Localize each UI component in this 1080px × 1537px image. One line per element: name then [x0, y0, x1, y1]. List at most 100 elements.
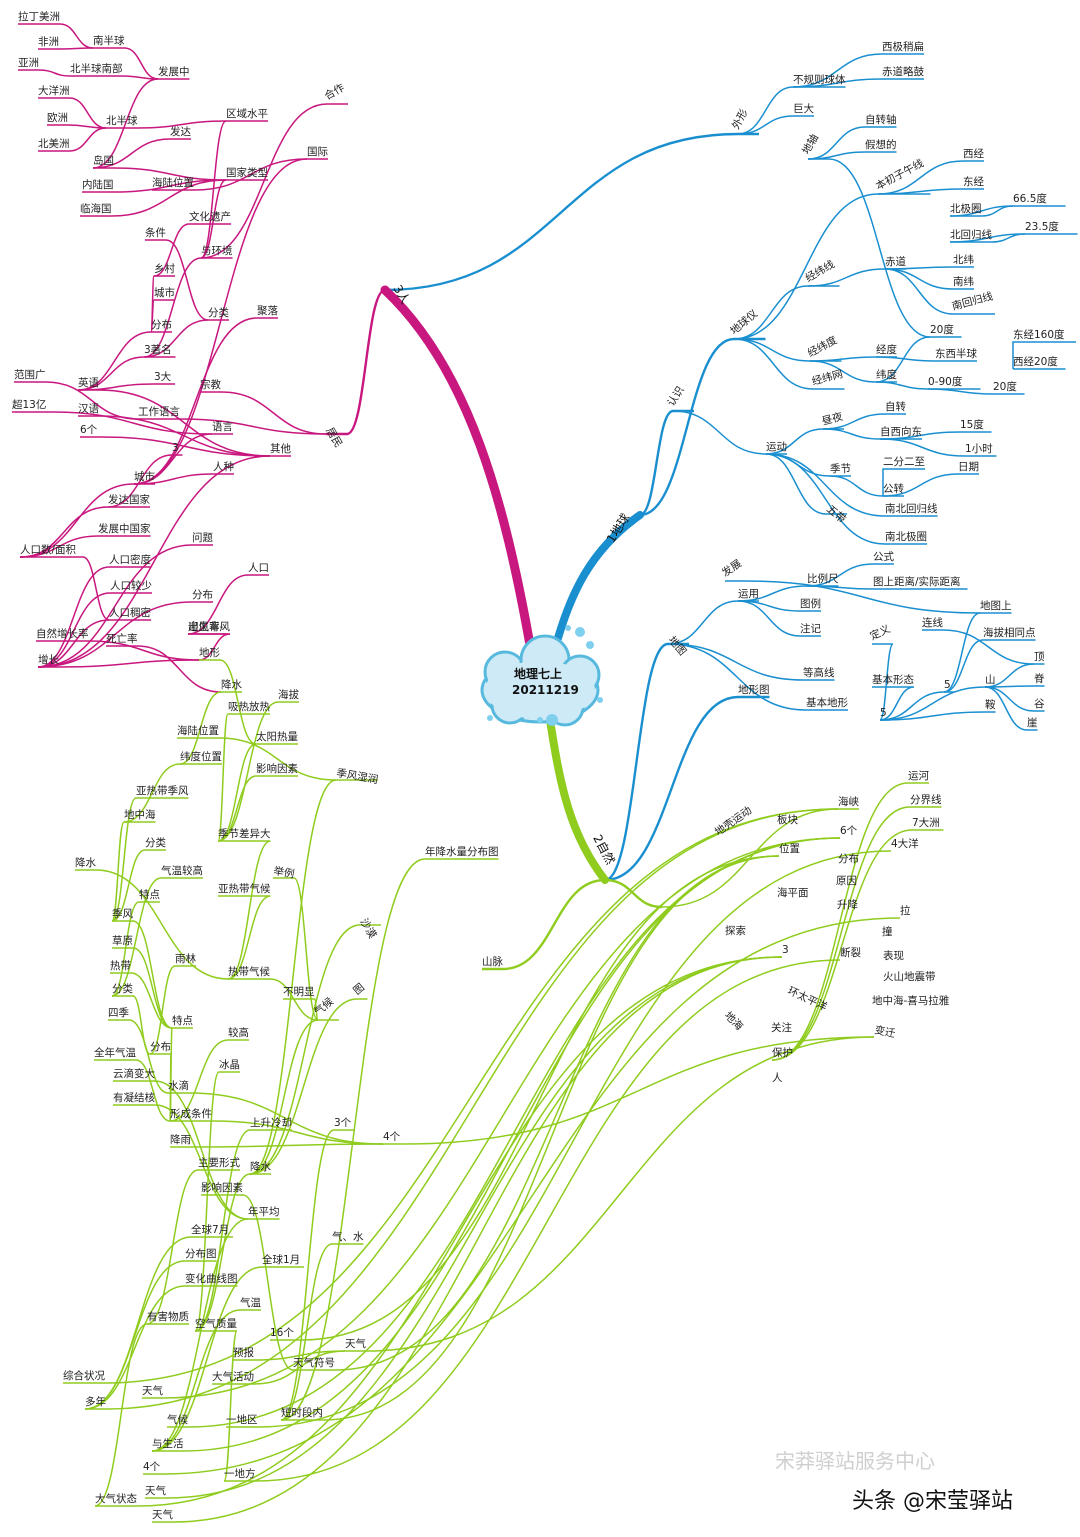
node-label: 比例尺 [807, 572, 839, 585]
connector [179, 691, 242, 765]
connector [36, 640, 200, 661]
node-label: 雨林 [175, 952, 196, 965]
node-label: 分布 [192, 589, 213, 601]
connector [807, 126, 897, 160]
connector [20, 556, 110, 621]
node-label: 年降水量分布图 [425, 845, 499, 858]
node-label: 海陆位置 [152, 176, 194, 189]
connector [106, 645, 222, 693]
connector [19, 506, 150, 558]
node-label: 谷 [1034, 698, 1045, 710]
node-label: 沙漠 [357, 917, 378, 942]
connector [384, 132, 759, 292]
node-label: 地中海 [124, 808, 156, 821]
watermark-overlay: 头条 @宋莹驿站 [852, 1489, 1013, 1514]
connector [111, 877, 203, 997]
connector [106, 120, 227, 129]
connector [18, 23, 94, 49]
connector [765, 453, 927, 545]
connector [875, 336, 962, 383]
node-label: 特点 [139, 889, 160, 901]
node-label: 5 [944, 679, 951, 691]
node-label: 降水 [221, 678, 242, 691]
node-label: 日期 [958, 461, 979, 473]
node-label: 人口稠密 [109, 606, 151, 619]
node-label: 人 [772, 1072, 783, 1084]
node-label: 分类 [208, 306, 229, 319]
connector [737, 600, 821, 637]
node-label: 运动 [766, 441, 787, 453]
node-label: 表现 [883, 949, 904, 962]
connector [771, 782, 929, 1061]
connector [168, 1092, 384, 1145]
node-label: 海拔相同点 [983, 626, 1036, 639]
node-label: 0-90度 [928, 375, 963, 388]
connector [200, 120, 268, 259]
connector [200, 179, 268, 259]
connector [93, 167, 227, 181]
connector [218, 840, 271, 980]
connector [884, 268, 995, 315]
root-node[interactable]: 地理七上 20211219 [480, 625, 603, 727]
node-label: 发展中国家 [98, 522, 151, 535]
node-label: 影响因素 [256, 762, 298, 775]
connector [151, 1309, 261, 1452]
node-label: 不规则球体 [793, 73, 846, 86]
connector [280, 1129, 355, 1421]
connector [667, 600, 759, 645]
connector [949, 233, 1078, 243]
node-label: 断裂 [840, 946, 861, 959]
connector [383, 1036, 875, 1145]
node-label: 文化遗产 [189, 210, 231, 223]
node-label: 原因 [836, 875, 857, 887]
connector [123, 763, 222, 823]
node-label: 图上距离/实际距离 [873, 575, 961, 588]
connector [70, 75, 159, 80]
node-label: 南纬 [953, 275, 974, 288]
node-label: 天气 [345, 1337, 366, 1350]
node-label: 经纬度 [805, 333, 839, 360]
node-label: 降雨 [170, 1133, 191, 1146]
node-label: 其他 [270, 442, 291, 455]
connector [280, 1243, 364, 1421]
connector [984, 686, 1038, 731]
node-label: 认识 [665, 384, 687, 409]
node-label: 运河 [908, 770, 929, 782]
node-label: 预报 [233, 1346, 254, 1359]
node-label: 海陆位置 [177, 724, 219, 737]
node-label: 66.5度 [1013, 192, 1047, 205]
connector [143, 257, 233, 358]
node-label: 南北回归线 [885, 502, 938, 515]
connector [150, 1053, 172, 1122]
node-label: 有凝结核 [113, 1091, 155, 1104]
node-label: 形成条件 [170, 1107, 212, 1120]
node-label: 降水 [75, 856, 96, 869]
connector [149, 965, 196, 1055]
node-label: 脊 [1034, 672, 1045, 685]
node-label: 工作语言 [138, 405, 180, 418]
connector [725, 580, 981, 614]
node-label: 鞍 [985, 698, 996, 711]
connector [872, 643, 894, 721]
node-label: 岛国 [93, 154, 114, 167]
node-label: 云滴变大 [113, 1067, 155, 1080]
connector [270, 855, 780, 1341]
connector [249, 1019, 339, 1175]
connector [63, 808, 839, 1384]
node-label: 范围广 [14, 368, 46, 381]
node-label: 经度 [876, 343, 897, 356]
node-label: 发展中 [158, 65, 190, 78]
node-label: 海平面 [777, 886, 809, 899]
node-label: 火山地震带 [883, 970, 936, 983]
connector [77, 356, 176, 391]
node-label: 基本形态 [872, 673, 914, 686]
connector [152, 158, 308, 191]
node-label: 地形 [199, 646, 220, 659]
node-label: 季节差异大 [218, 827, 271, 840]
node-label: 五带 [824, 503, 848, 526]
connector [111, 797, 189, 922]
node-label: 天气符号 [293, 1356, 335, 1369]
connector [283, 998, 319, 1021]
node-label: 等高线 [803, 666, 835, 679]
